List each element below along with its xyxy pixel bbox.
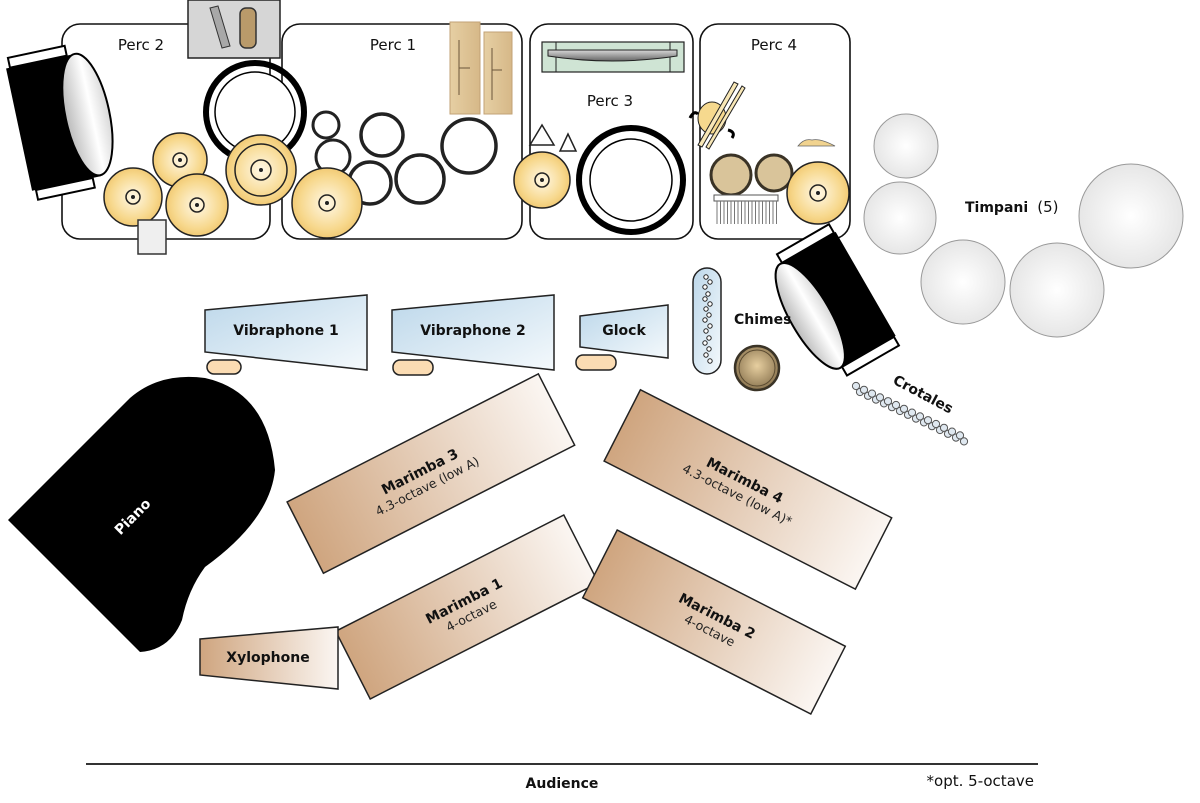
chime-tube: [703, 352, 709, 358]
chime-tube: [702, 296, 708, 302]
timpani-label: Timpani (5): [965, 197, 1059, 216]
splash-cymbal-icon: [797, 139, 836, 147]
crotale: [923, 416, 933, 425]
crotale: [875, 393, 885, 402]
chime-tube: [703, 274, 709, 280]
chimes: Chimes: [692, 267, 791, 375]
piano: Piano: [8, 376, 275, 652]
bongos-perc4: [709, 153, 794, 197]
chime-tube: [702, 284, 708, 290]
crotale: [915, 412, 925, 421]
crotale: [899, 404, 909, 413]
timpani-name: Timpani: [965, 200, 1028, 216]
crotale: [851, 381, 861, 391]
crotale: [947, 427, 957, 436]
cymbal-perc4: [786, 161, 850, 225]
chime-tube: [705, 291, 711, 297]
vibraphone-1: Vibraphone 1: [204, 294, 368, 375]
chime-tube: [702, 317, 708, 323]
vibraphone-2-label: Vibraphone 2: [420, 323, 525, 339]
glock-label: Glock: [602, 323, 646, 339]
chimes-label: Chimes: [734, 312, 791, 328]
glock-seat: [575, 354, 617, 371]
chime-tube: [702, 340, 708, 346]
bass-drum-perc3: [576, 125, 686, 235]
perc4-label: Perc 4: [751, 36, 797, 54]
chime-tube: [706, 335, 712, 341]
mark-tree-perc4: [713, 194, 779, 224]
cymbals-perc2: [103, 132, 297, 237]
crotale: [859, 385, 869, 394]
perc2-label: Perc 2: [118, 36, 164, 54]
vibraphone-2: Vibraphone 2: [391, 294, 555, 376]
perc3-label: Perc 3: [587, 92, 633, 110]
chime-tube: [703, 306, 709, 312]
audience-label: Audience: [526, 776, 599, 792]
bell-bowl: [733, 344, 781, 392]
chime-tube: [707, 323, 713, 329]
perc1-label: Perc 1: [370, 36, 416, 54]
tam-tray-perc3: [541, 41, 685, 73]
crotale: [959, 437, 969, 446]
crotale: [907, 408, 917, 417]
accessory-tray-perc2: [187, 0, 281, 59]
drums-perc1: [311, 110, 498, 206]
chime-tube: [707, 301, 713, 307]
crotales: Crotales: [851, 372, 969, 446]
vibraphone-2-seat: [392, 359, 434, 376]
ratchet-icon: [209, 5, 231, 49]
xylophone: Xylophone: [199, 626, 339, 690]
marimba-4: Marimba 4 4.3-octave (low A)*: [603, 388, 893, 591]
bass-drum-perc2: [6, 44, 114, 201]
vibraphone-1-seat: [206, 359, 242, 375]
triangles-perc3: [528, 123, 578, 152]
crotale: [883, 397, 893, 406]
trap-table-icon: [137, 219, 167, 255]
crotale: [867, 389, 877, 398]
guiro-icon: [239, 7, 257, 49]
cymbal-perc3: [513, 151, 571, 209]
shaker-perc4: [688, 81, 746, 150]
glockenspiel: Glock: [575, 304, 669, 371]
crotale: [939, 423, 949, 432]
marimba-3: Marimba 3 4.3-octave (low A): [286, 372, 576, 575]
timpani-count: (5): [1037, 198, 1058, 216]
chime-tube: [703, 328, 709, 334]
footnote: *opt. 5-octave: [927, 772, 1034, 790]
bass-drum-center: [774, 222, 901, 377]
crotale: [955, 431, 965, 440]
chime-tube: [707, 358, 713, 364]
xylophone-label: Xylophone: [226, 650, 309, 666]
temple-blocks-perc1: [449, 21, 513, 115]
marimba-1: Marimba 1 4-octave: [334, 514, 600, 700]
chime-tube: [707, 279, 713, 285]
cymbal-perc1: [291, 167, 363, 239]
crotale: [931, 419, 941, 429]
vibraphone-1-label: Vibraphone 1: [233, 323, 338, 339]
chime-tube: [706, 312, 712, 318]
timpani-group: Timpani (5): [863, 113, 1184, 338]
crotale: [891, 400, 901, 410]
marimba-2: Marimba 2 4-octave: [581, 529, 847, 715]
chime-tube: [706, 346, 712, 352]
